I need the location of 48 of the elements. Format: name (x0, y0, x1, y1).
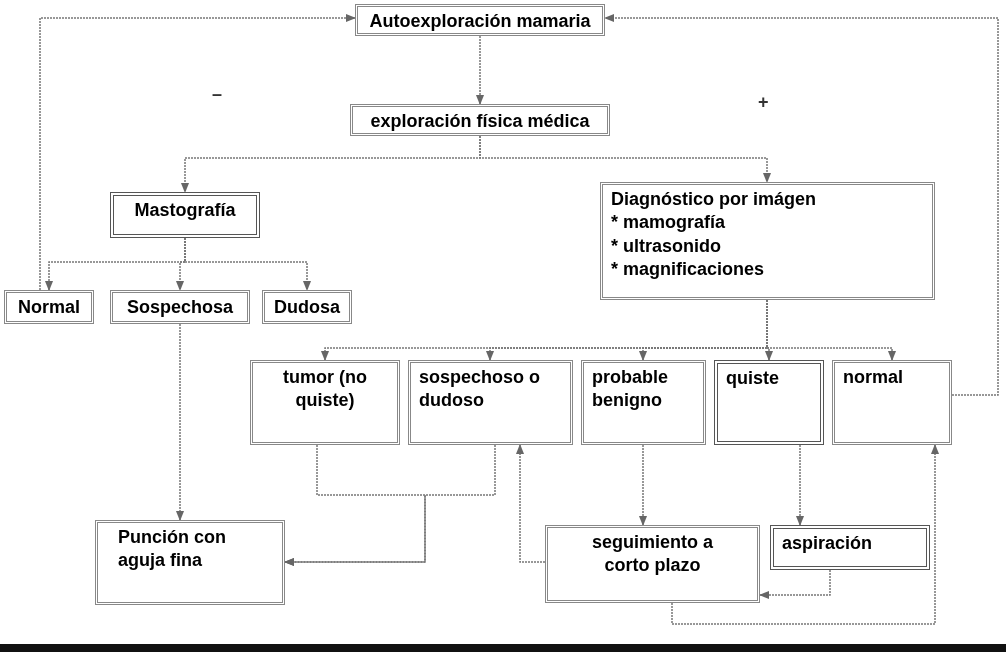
process-box (545, 525, 760, 603)
box-label: exploración física médica (369, 110, 591, 133)
process-box (600, 182, 935, 300)
arrow (479, 135, 772, 184)
box-label: normal (843, 366, 904, 389)
arrow (515, 443, 546, 563)
box-label: aspiración (782, 532, 874, 555)
box-label: Normal (17, 296, 81, 319)
arrow (671, 443, 940, 625)
box-label: Diagnóstico por imágen (611, 188, 818, 211)
process-box (408, 360, 573, 445)
branch-sign: – (212, 84, 222, 105)
process-box (350, 104, 610, 136)
arrow (283, 444, 496, 567)
box-label: Punción con aguja fina (118, 526, 227, 573)
process-box (110, 192, 260, 238)
box-label: * mamografía (611, 211, 727, 235)
arrow (175, 323, 185, 522)
arrow (638, 444, 648, 527)
box-label: Sospechosa (125, 296, 234, 319)
process-box (581, 360, 706, 445)
arrow (766, 299, 897, 362)
box-label: quiste (726, 367, 780, 390)
arrow (475, 35, 485, 106)
process-box (262, 290, 352, 324)
box-label: Autoexploración mamaria (368, 10, 592, 33)
process-box (770, 525, 930, 570)
branch-sign: + (758, 92, 769, 113)
box-label: * ultrasonido (611, 234, 722, 258)
process-box (714, 360, 824, 445)
process-box (4, 290, 94, 324)
process-box (95, 520, 285, 605)
box-label: seguimiento a corto plazo (591, 531, 714, 578)
process-box (832, 360, 952, 445)
arrow (603, 13, 999, 396)
box-label: Mastografía (133, 199, 237, 222)
box-label: * magnificaciones (611, 258, 766, 282)
process-box (250, 360, 400, 445)
box-label: probable benigno (592, 366, 669, 413)
process-box (110, 290, 250, 324)
box-label: Dudosa (273, 296, 341, 319)
box-label: tumor (no quiste) (282, 366, 368, 413)
arrow (39, 13, 357, 291)
arrow (184, 237, 312, 292)
arrow (795, 444, 805, 527)
arrow (758, 569, 831, 600)
process-box (355, 4, 605, 36)
box-label: sospechoso o dudoso (419, 366, 542, 413)
